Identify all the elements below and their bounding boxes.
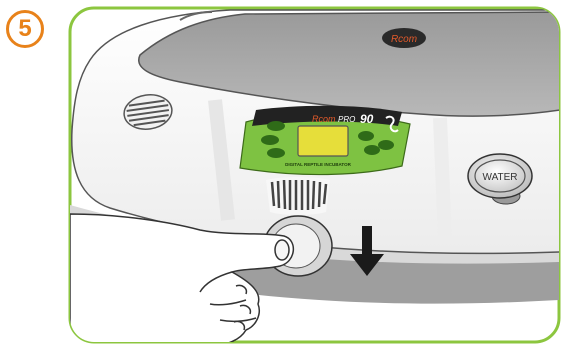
panel-brand: Rcom [312,114,336,124]
panel-button-right-2[interactable] [364,145,380,155]
panel-button-left-3[interactable] [267,148,285,158]
panel-button-right-1[interactable] [358,131,374,141]
panel-subtitle: DIGITAL REPTILE INCUBATOR [285,162,351,167]
lcd-display [298,126,348,156]
panel-number: 90 [360,112,374,126]
panel-button-right-3[interactable] [378,140,394,150]
lid-logo-text: Rcom [391,34,417,45]
water-label: WATER [483,172,518,183]
panel-button-left-2[interactable] [261,135,279,145]
front-vent-icon [266,177,330,215]
control-panel: Rcom PRO 90 DIGITAL REPTILE INCUBATOR [240,106,410,175]
panel-button-left-1[interactable] [267,121,285,131]
panel-model: PRO [338,115,355,124]
